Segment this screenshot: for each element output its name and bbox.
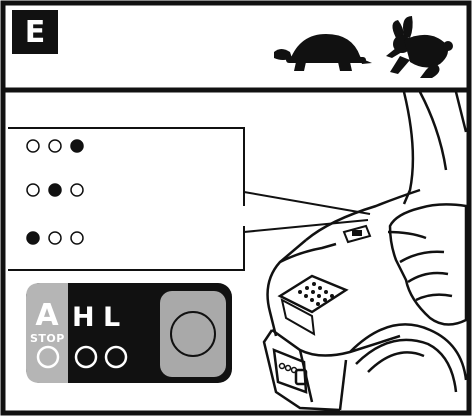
auto-mode-label: A bbox=[32, 301, 62, 331]
grille-vent bbox=[280, 276, 346, 334]
indicator-row-1 bbox=[27, 140, 83, 152]
stop-label: STOP bbox=[30, 332, 64, 345]
low-mode-label: L bbox=[103, 304, 120, 331]
step-label-badge: E bbox=[12, 10, 58, 54]
led-indicator bbox=[49, 184, 61, 196]
indicator-row-3 bbox=[27, 232, 83, 244]
led-indicator bbox=[71, 232, 83, 244]
turtle-icon bbox=[274, 34, 372, 71]
machine-switch-icon bbox=[344, 226, 370, 242]
led-indicator bbox=[27, 140, 39, 152]
led-indicator bbox=[71, 184, 83, 196]
led-indicator bbox=[27, 184, 39, 196]
high-led bbox=[76, 347, 96, 367]
indicator-row-2 bbox=[27, 184, 83, 196]
hand-icon bbox=[388, 204, 466, 324]
led-indicator bbox=[49, 140, 61, 152]
rabbit-icon bbox=[386, 16, 453, 78]
led-indicator bbox=[49, 232, 61, 244]
high-mode-label: H bbox=[72, 304, 95, 331]
stop-led bbox=[38, 347, 58, 367]
low-led bbox=[106, 347, 126, 367]
mode-button[interactable] bbox=[160, 291, 226, 377]
small-led-cluster bbox=[280, 364, 297, 373]
led-indicator bbox=[71, 140, 83, 152]
led-indicator bbox=[27, 232, 39, 244]
